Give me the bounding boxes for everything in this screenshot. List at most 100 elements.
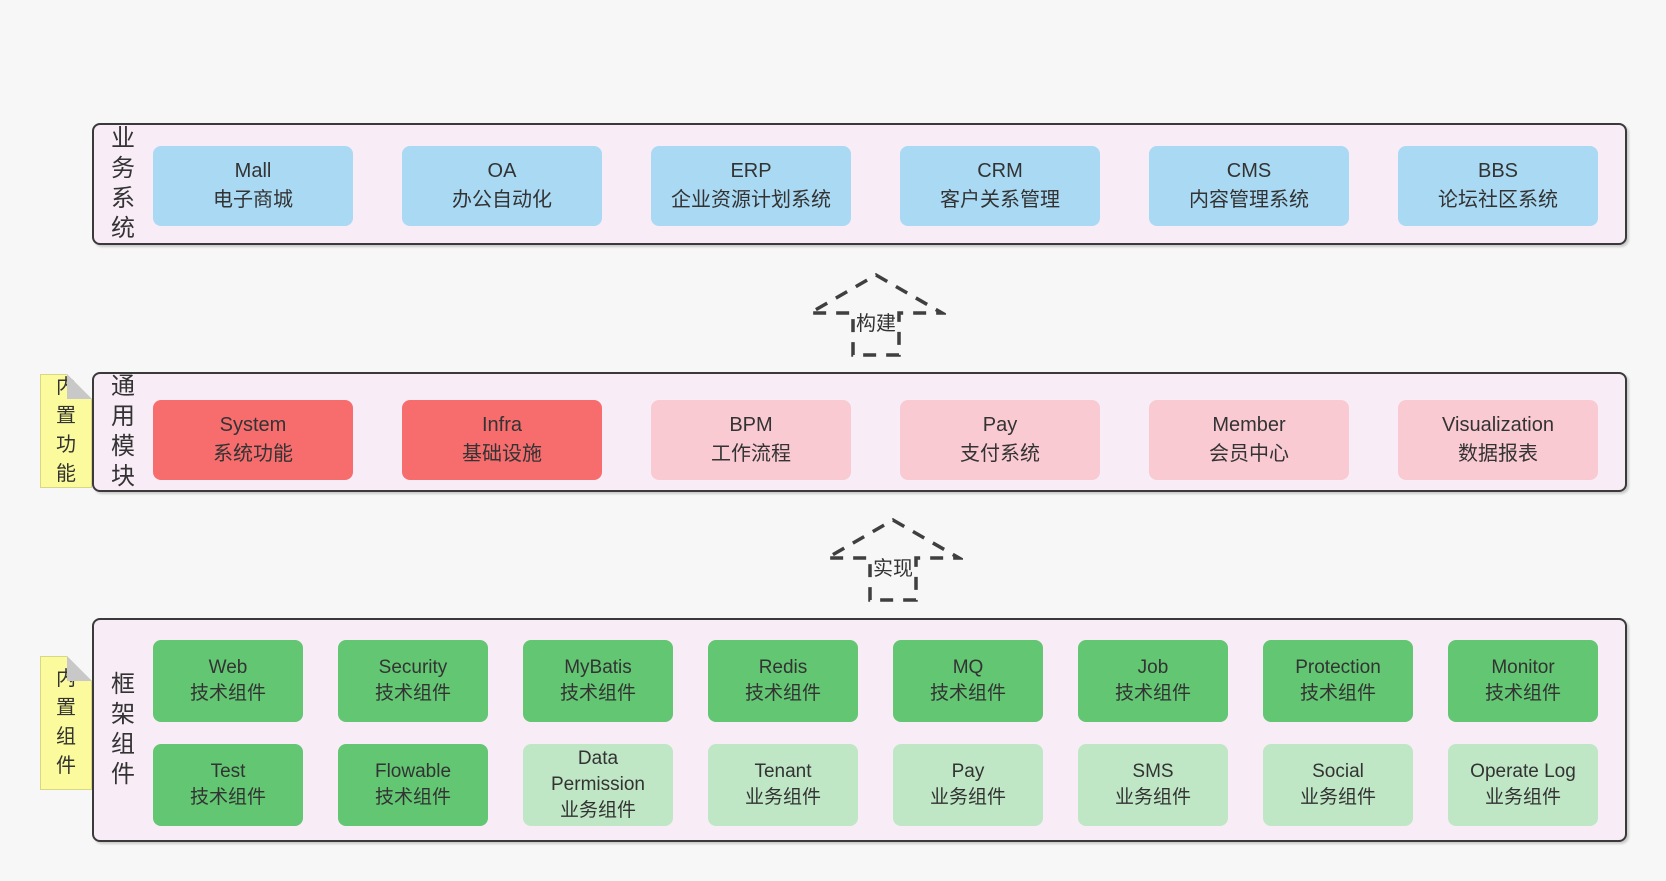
box-desc: 支付系统: [960, 443, 1040, 465]
box-test: Test 技术组件: [153, 744, 303, 826]
builtin-components-note-text: 内置组件: [56, 668, 76, 777]
box-name: BBS: [1477, 160, 1519, 182]
box-bpm: BPM 工作流程: [651, 400, 851, 480]
box-name: Protection: [1295, 657, 1381, 678]
box-desc: 技术组件: [189, 683, 266, 704]
box-name: MyBatis: [564, 657, 632, 678]
box-desc: 客户关系管理: [940, 189, 1060, 211]
framework-components-row1: Web 技术组件 Security 技术组件 MyBatis 技术组件 Redi…: [153, 640, 1598, 722]
box-name: Visualization: [1442, 414, 1554, 436]
box-desc: 技术组件: [374, 787, 451, 808]
box-name: CRM: [977, 160, 1023, 182]
box-tenant: Tenant 业务组件: [708, 744, 858, 826]
box-name: Flowable: [374, 761, 452, 782]
box-desc: 办公自动化: [452, 189, 552, 211]
box-desc: 技术组件: [374, 683, 451, 704]
box-redis: Redis 技术组件: [708, 640, 858, 722]
box-social: Social 业务组件: [1263, 744, 1413, 826]
builtin-features-note-text: 内置功能: [56, 376, 76, 485]
box-web: Web 技术组件: [153, 640, 303, 722]
box-desc: 论坛社区系统: [1438, 189, 1558, 211]
box-name: Redis: [758, 657, 808, 678]
box-desc: 会员中心: [1209, 443, 1289, 465]
box-mall: Mall 电子商城: [153, 146, 353, 226]
box-name: System: [219, 414, 287, 436]
business-systems-row: Mall 电子商城 OA 办公自动化 ERP 企业资源计划系统 CRM 客户关系…: [153, 146, 1598, 226]
box-desc: 数据报表: [1458, 443, 1538, 465]
box-name: Social: [1312, 761, 1364, 782]
box-desc: 技术组件: [559, 683, 636, 704]
box-name: Pay: [951, 761, 985, 782]
box-security: Security 技术组件: [338, 640, 488, 722]
box-desc: 业务组件: [1484, 787, 1561, 808]
box-name: Member: [1212, 414, 1286, 436]
box-desc: 业务组件: [559, 800, 636, 821]
box-name: SMS: [1132, 761, 1174, 782]
framework-components-panel: 框架组件 Web 技术组件 Security 技术组件 MyBatis 技术组件…: [92, 618, 1627, 842]
box-pay-component: Pay 业务组件: [893, 744, 1043, 826]
common-modules-row: System 系统功能 Infra 基础设施 BPM 工作流程 Pay 支付系统…: [153, 400, 1598, 480]
box-name: Operate Log: [1470, 761, 1576, 782]
box-desc: 系统功能: [213, 443, 293, 465]
box-mybatis: MyBatis 技术组件: [523, 640, 673, 722]
common-modules-panel: 通用模块 System 系统功能 Infra 基础设施 BPM 工作流程 Pay…: [92, 372, 1627, 492]
builtin-features-note: 内置功能: [40, 374, 92, 488]
builtin-components-note: 内置组件: [40, 656, 92, 790]
box-desc: 企业资源计划系统: [671, 189, 831, 211]
box-desc: 技术组件: [189, 787, 266, 808]
box-name: ERP: [730, 160, 772, 182]
box-desc: 技术组件: [1484, 683, 1561, 704]
build-arrow-up-icon: 构建: [806, 272, 946, 357]
box-system: System 系统功能: [153, 400, 353, 480]
box-name: Tenant: [754, 761, 812, 782]
framework-components-row2: Test 技术组件 Flowable 技术组件 Data Permission …: [153, 744, 1598, 826]
box-name: BPM: [729, 414, 773, 436]
box-name: Test: [210, 761, 246, 782]
box-member: Member 会员中心: [1149, 400, 1349, 480]
box-flowable: Flowable 技术组件: [338, 744, 488, 826]
box-operate-log: Operate Log 业务组件: [1448, 744, 1598, 826]
box-sms: SMS 业务组件: [1078, 744, 1228, 826]
box-job: Job 技术组件: [1078, 640, 1228, 722]
box-desc: 技术组件: [1114, 683, 1191, 704]
box-cms: CMS 内容管理系统: [1149, 146, 1349, 226]
box-monitor: Monitor 技术组件: [1448, 640, 1598, 722]
box-name: Infra: [481, 414, 523, 436]
box-desc: 业务组件: [1114, 787, 1191, 808]
business-systems-label: 业务系统: [111, 125, 135, 242]
box-desc: 技术组件: [1299, 683, 1376, 704]
box-data-permission: Data Permission 业务组件: [523, 744, 673, 826]
box-name: Web: [208, 657, 248, 678]
box-desc: 基础设施: [462, 443, 542, 465]
box-protection: Protection 技术组件: [1263, 640, 1413, 722]
box-desc: 内容管理系统: [1189, 189, 1309, 211]
box-name: MQ: [952, 657, 984, 678]
common-modules-label: 通用模块: [111, 373, 135, 490]
implement-arrow-label: 实现: [873, 557, 913, 580]
box-name: Job: [1137, 657, 1169, 678]
build-arrow-label: 构建: [856, 312, 896, 335]
box-infra: Infra 基础设施: [402, 400, 602, 480]
box-mq: MQ 技术组件: [893, 640, 1043, 722]
box-name: Monitor: [1491, 657, 1555, 678]
box-name: Data Permission: [551, 748, 645, 795]
box-name: OA: [487, 160, 517, 182]
box-desc: 业务组件: [1299, 787, 1376, 808]
box-name: Pay: [982, 414, 1018, 436]
business-systems-panel: 业务系统 Mall 电子商城 OA 办公自动化 ERP 企业资源计划系统 CRM…: [92, 123, 1627, 245]
box-erp: ERP 企业资源计划系统: [651, 146, 851, 226]
box-name: Security: [378, 657, 448, 678]
box-name: Mall: [234, 160, 272, 182]
box-desc: 业务组件: [929, 787, 1006, 808]
box-crm: CRM 客户关系管理: [900, 146, 1100, 226]
box-visualization: Visualization 数据报表: [1398, 400, 1598, 480]
framework-components-label: 框架组件: [111, 671, 135, 788]
box-oa: OA 办公自动化: [402, 146, 602, 226]
box-bbs: BBS 论坛社区系统: [1398, 146, 1598, 226]
box-name: CMS: [1226, 160, 1272, 182]
box-pay-module: Pay 支付系统: [900, 400, 1100, 480]
box-desc: 电子商城: [213, 189, 293, 211]
box-desc: 技术组件: [744, 683, 821, 704]
box-desc: 技术组件: [929, 683, 1006, 704]
box-desc: 工作流程: [711, 443, 791, 465]
